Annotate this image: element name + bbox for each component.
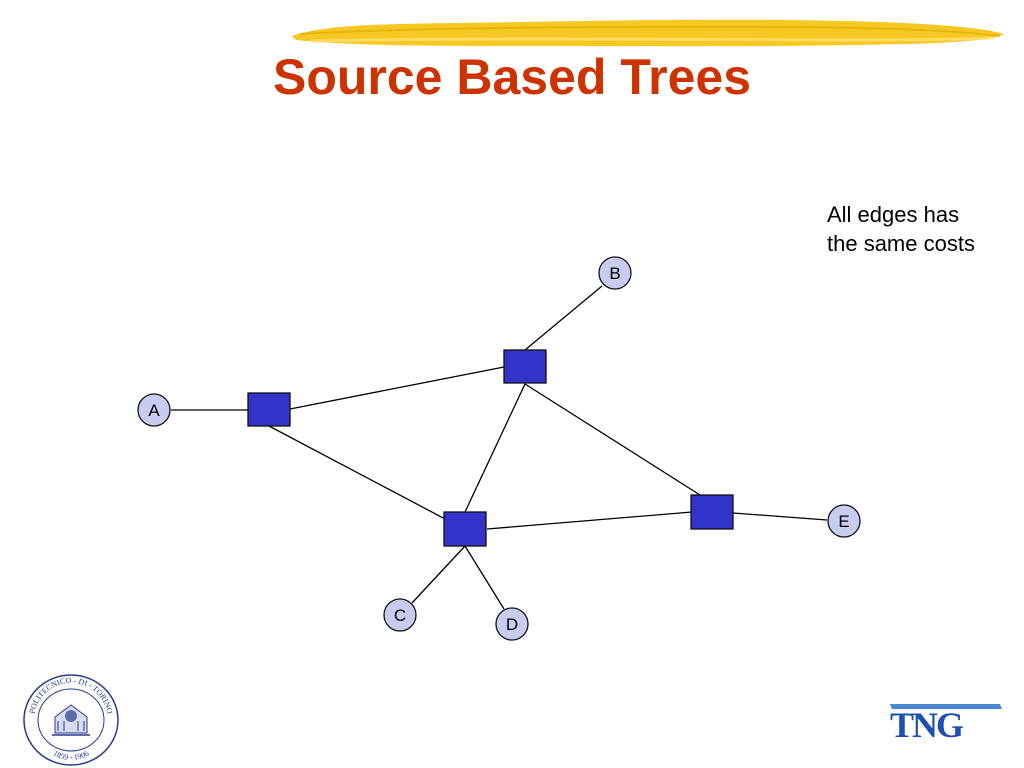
svg-text:1859 - 1906: 1859 - 1906 xyxy=(52,749,91,762)
tng-logo: TNG xyxy=(890,704,1002,742)
host-c-label: C xyxy=(394,606,406,625)
edge-r1-r2 xyxy=(289,366,505,410)
host-b: B xyxy=(598,256,632,290)
host-e-label: E xyxy=(838,512,849,531)
edge-r4-e xyxy=(732,512,828,521)
host-d: D xyxy=(495,607,529,641)
router-r2 xyxy=(503,349,547,384)
host-e: E xyxy=(827,504,861,538)
edge-cost-note: All edges has the same costs xyxy=(827,200,975,258)
edge-r2-r4 xyxy=(524,383,701,496)
host-b-label: B xyxy=(609,264,620,283)
edge-r3-d xyxy=(464,545,505,610)
host-a-label: A xyxy=(148,401,160,420)
edge-r3-c xyxy=(411,545,466,604)
header-brush-decoration xyxy=(292,19,1004,47)
note-line-2: the same costs xyxy=(827,231,975,256)
router-r3 xyxy=(443,511,487,547)
edges xyxy=(171,285,828,610)
note-line-1: All edges has xyxy=(827,202,960,227)
router-r4 xyxy=(690,494,734,530)
edge-r1-r3 xyxy=(268,425,448,521)
routers xyxy=(247,349,734,547)
edge-r2-r3 xyxy=(464,383,526,513)
slide-title: Source Based Trees xyxy=(272,49,752,105)
edge-b-r2 xyxy=(524,285,603,351)
host-c: C xyxy=(383,598,417,632)
svg-text:TNG: TNG xyxy=(890,705,964,742)
host-d-label: D xyxy=(506,615,518,634)
host-a: A xyxy=(137,393,171,427)
hosts: A B C D E xyxy=(137,256,861,641)
politecnico-di-torino-seal-icon: POLITECNICO - DI - TORINO 1859 - 1906 xyxy=(23,674,119,766)
edge-r3-r4 xyxy=(486,511,693,530)
router-r1 xyxy=(247,392,291,427)
